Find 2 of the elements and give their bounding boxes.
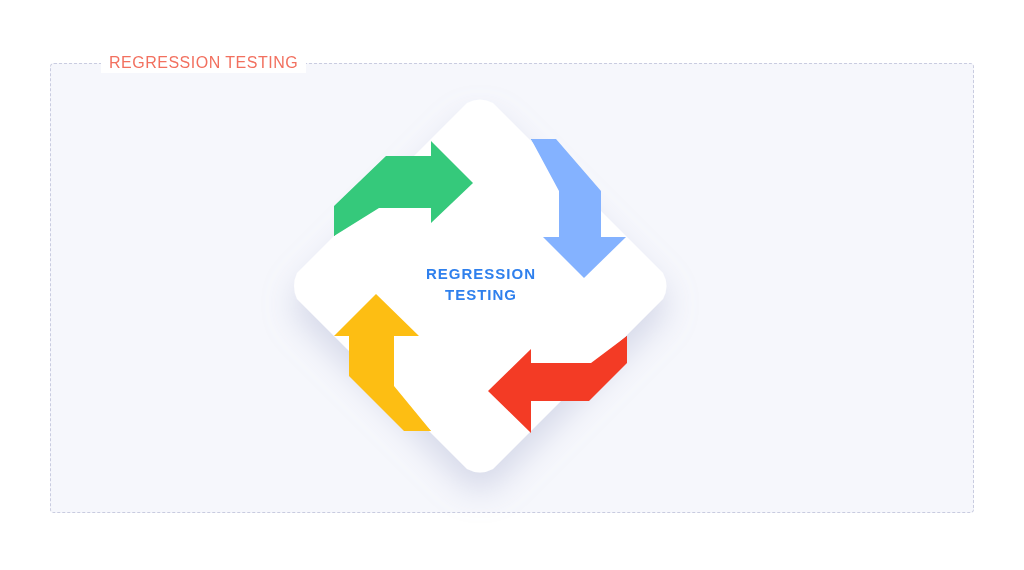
panel-heading: REGRESSION TESTING	[101, 53, 307, 73]
center-label: REGRESSION TESTING	[425, 264, 537, 305]
